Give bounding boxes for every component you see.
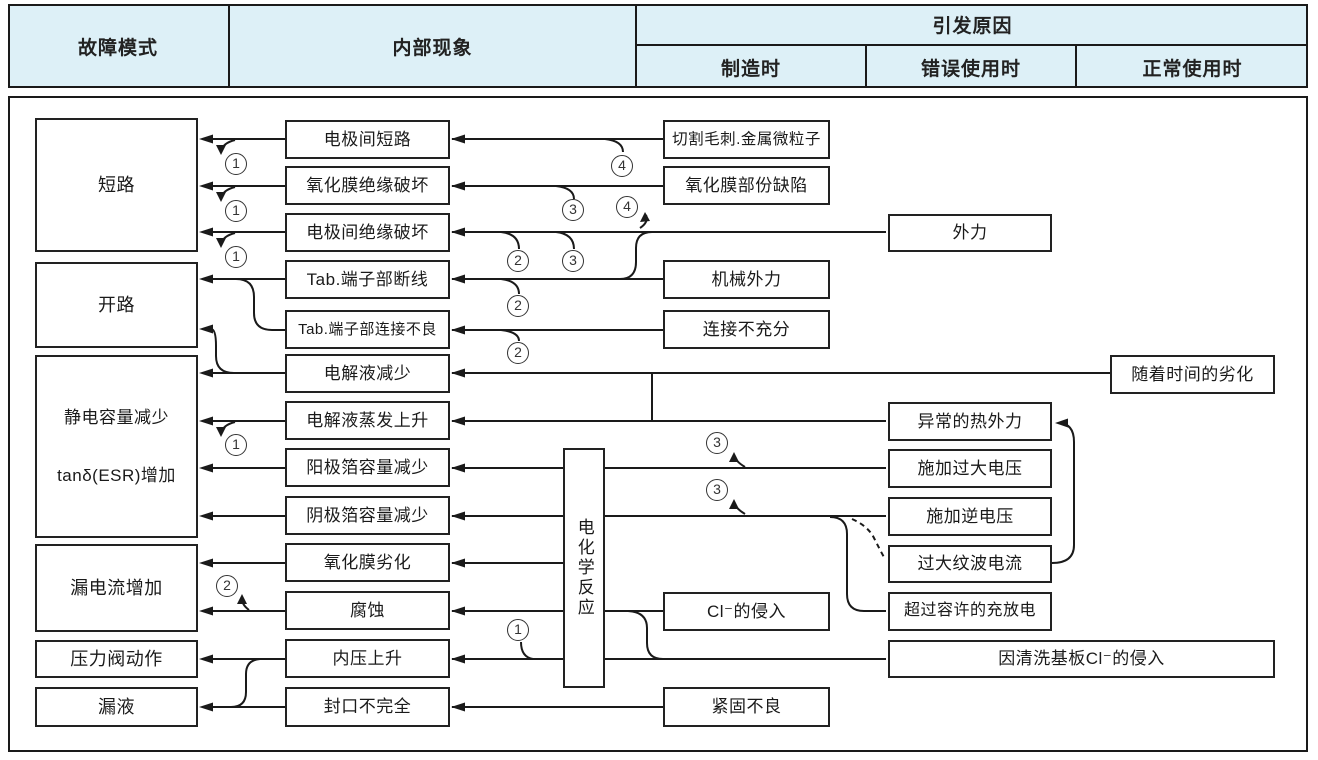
- node-open-circuit: 开路: [35, 262, 198, 348]
- circle-marker-2: 2: [507, 342, 529, 364]
- esr-increase-line2: tanδ(ESR)增加: [57, 465, 176, 485]
- header-cause: 引发原因: [932, 15, 1013, 37]
- node-excessive-ripple-current: 过大纹波电流: [888, 545, 1052, 583]
- node-electrode-short: 电极间短路: [285, 120, 450, 159]
- circle-marker-3: 3: [562, 250, 584, 272]
- header-divider: [635, 44, 1308, 46]
- header-cause-misuse: 错误使用时: [920, 58, 1021, 80]
- node-electrode-insulation-breakdown: 电极间绝缘破坏: [285, 213, 450, 252]
- header-failure-mode: 故障模式: [77, 37, 158, 59]
- header-divider: [228, 4, 230, 88]
- node-reverse-voltage-applied: 施加逆电压: [888, 497, 1052, 536]
- circle-marker-2: 2: [507, 250, 529, 272]
- node-oxide-film-partial-defect: 氧化膜部份缺陷: [663, 166, 830, 205]
- node-leakage-current-increase: 漏电流增加: [35, 544, 198, 632]
- circle-marker-1: 1: [225, 434, 247, 456]
- header-divider: [865, 44, 867, 88]
- node-sealing-incomplete: 封口不完全: [285, 687, 450, 727]
- node-electrochemical-reaction: 电化学反应: [563, 448, 605, 688]
- header-divider: [1075, 44, 1077, 88]
- header-table: [8, 4, 1308, 88]
- node-oxide-film-insulation-breakdown: 氧化膜绝缘破坏: [285, 166, 450, 205]
- circle-marker-4: 4: [611, 155, 633, 177]
- node-electrolyte-evaporation-rise: 电解液蒸发上升: [285, 401, 450, 440]
- node-board-cleaning-cl-intrusion: 因清洗基板Cl⁻的侵入: [888, 640, 1275, 678]
- node-electrolyte-decrease: 电解液减少: [285, 354, 450, 393]
- header-divider: [635, 4, 637, 88]
- node-mechanical-external-force: 机械外力: [663, 260, 830, 299]
- diagram-border: [8, 96, 1308, 752]
- header-cause-normal-use: 正常使用时: [1142, 58, 1243, 80]
- node-pressure-valve-operation: 压力阀动作: [35, 640, 198, 678]
- node-cutting-burr-metal-particles: 切割毛刺.金属微粒子: [663, 120, 830, 159]
- circle-marker-1: 1: [225, 200, 247, 222]
- header-internal-phenomenon: 内部现象: [392, 37, 473, 59]
- node-fastening-poor: 紧固不良: [663, 687, 830, 727]
- node-tab-terminal-wire-break: Tab.端子部断线: [285, 260, 450, 299]
- capacitance-decrease-line1: 静电容量减少: [64, 407, 169, 427]
- circle-marker-3: 3: [562, 199, 584, 221]
- node-internal-pressure-rise: 内压上升: [285, 639, 450, 678]
- node-abnormal-heat: 异常的热外力: [888, 402, 1052, 441]
- node-short-circuit: 短路: [35, 118, 198, 252]
- node-aging-over-time: 随着时间的劣化: [1110, 355, 1275, 394]
- circle-marker-1: 1: [225, 153, 247, 175]
- circle-marker-3: 3: [706, 479, 728, 501]
- circle-marker-1: 1: [225, 246, 247, 268]
- circle-marker-3: 3: [706, 432, 728, 454]
- node-cathode-foil-capacity-decrease: 阴极箔容量减少: [285, 496, 450, 535]
- node-external-force: 外力: [888, 214, 1052, 252]
- node-liquid-leakage: 漏液: [35, 687, 198, 727]
- node-anode-foil-capacity-decrease: 阳极箔容量减少: [285, 448, 450, 487]
- node-cl-intrusion: Cl⁻的侵入: [663, 592, 830, 631]
- node-oxide-film-degradation: 氧化膜劣化: [285, 543, 450, 582]
- header-cause-manufacturing: 制造时: [720, 58, 781, 80]
- circle-marker-2: 2: [216, 575, 238, 597]
- node-capacitance-decrease: 静电容量减少 tanδ(ESR)增加: [35, 355, 198, 538]
- circle-marker-1: 1: [507, 619, 529, 641]
- node-connection-insufficient: 连接不充分: [663, 310, 830, 349]
- node-excessive-charge-discharge: 超过容许的充放电: [888, 592, 1052, 631]
- node-corrosion: 腐蚀: [285, 591, 450, 630]
- circle-marker-4: 4: [616, 196, 638, 218]
- node-overvoltage-applied: 施加过大电压: [888, 449, 1052, 488]
- node-tab-terminal-connection-poor: Tab.端子部连接不良: [285, 310, 450, 349]
- circle-marker-2: 2: [507, 295, 529, 317]
